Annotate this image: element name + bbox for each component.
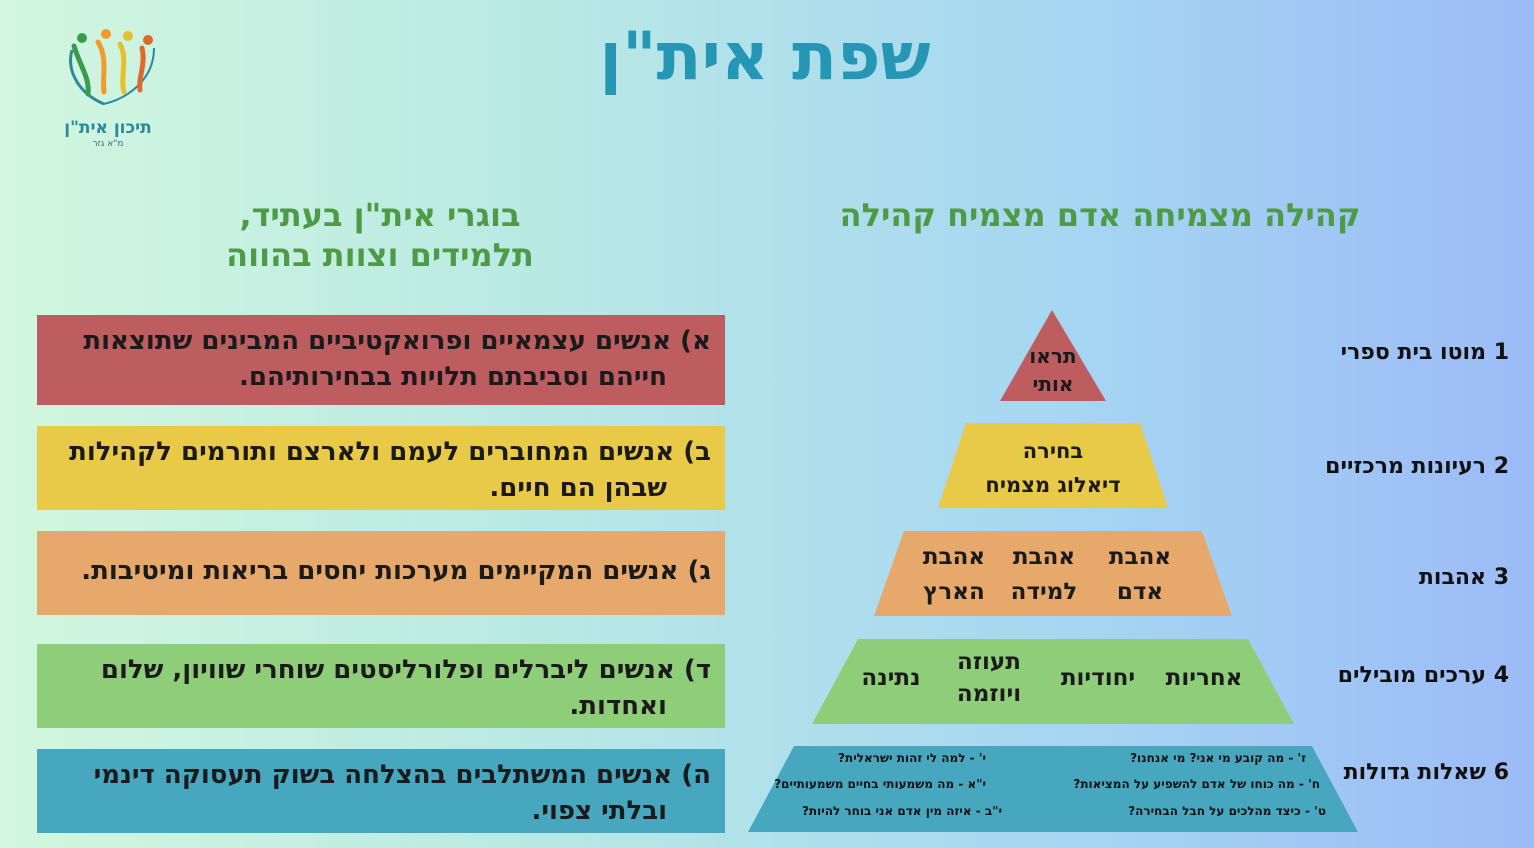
level-label-ideas: 2 רעיונות מרכזיים <box>1325 454 1509 479</box>
idea-dialogue: דיאלוג מצמיח <box>985 473 1121 497</box>
logo-subtitle: מ"א גזר <box>92 139 124 149</box>
love-learning: אהבת למידה <box>1010 544 1078 605</box>
level-label-motto: 1 מוטו בית ספרי <box>1340 340 1509 365</box>
idea-choice: בחירה <box>1022 439 1084 463</box>
left-title-line1: בוגרי אית"ן בעתיד, <box>239 196 521 234</box>
value-responsibility: אחריות <box>1165 665 1243 691</box>
value-giving: נתינה <box>861 665 921 691</box>
box-line1: א) אנשים עצמאיים ופרואקטיביים המבינים שת… <box>83 326 711 356</box>
love-people: אהבת אדם <box>1108 544 1172 605</box>
love-land: אהבת הארץ <box>922 544 986 605</box>
value-courage: תעוזה ויוזמה <box>956 649 1022 707</box>
pyramid-tier-motto <box>1000 310 1106 401</box>
box-line1: ד) אנשים ליברלים ופלורליסטים שוחרי שוויו… <box>100 655 711 685</box>
box-line2: ואחדות. <box>569 691 667 721</box>
motto-text: תראו אותי <box>1029 344 1077 396</box>
box-line2: ובלתי צפוי. <box>531 796 667 826</box>
question-t: ט' - כיצד מהלכים על חבל הבחירה? <box>1128 804 1326 818</box>
box-line2: חייהם וסביבתם תלויות בבחירותיהם. <box>239 362 667 392</box>
box-line1: ג) אנשים המקיימים מערכות יחסים בריאות ומ… <box>81 556 711 586</box>
graduate-goal-box: א) אנשים עצמאיים ופרואקטיביים המבינים שת… <box>37 315 725 405</box>
pyramid-tier-loves <box>874 531 1232 616</box>
question-yb: י"ב - איזה מין אדם אני בוחר להיות? <box>801 804 1002 818</box>
graduate-goal-box: ה) אנשים המשתלבים בהצלחה בשוק תעסוקה דינ… <box>37 749 725 833</box>
question-z: ז' - מה קובע מי אני? מי אנחנו? <box>1130 751 1306 765</box>
logo-figures-icon <box>69 29 155 106</box>
level-label-values: 4 ערכים מובילים <box>1337 663 1509 688</box>
graduate-goal-box: ב) אנשים המחוברים לעמם ולארצם ותורמים לק… <box>37 426 725 510</box>
box-line2: שבהן הם חיים. <box>489 473 667 503</box>
question-y: י' - למה לי זהות ישראלית? <box>838 751 986 765</box>
graduate-goal-box: ד) אנשים ליברלים ופלורליסטים שוחרי שוויו… <box>37 644 725 728</box>
pyramid-tier-questions <box>748 746 1358 832</box>
box-line1: ה) אנשים המשתלבים בהצלחה בשוק תעסוקה דינ… <box>93 760 711 790</box>
right-section-title: קהילה מצמיחה אדם מצמיח קהילה <box>839 196 1361 234</box>
left-section-title: בוגרי אית"ן בעתיד, תלמידים וצוות בהווה <box>160 195 600 275</box>
question-h: ח' - מה כוחו של אדם להשפיע על המציאות? <box>1073 777 1320 791</box>
graduate-goal-box: ג) אנשים המקיימים מערכות יחסים בריאות ומ… <box>37 531 725 615</box>
left-title-line2: תלמידים וצוות בהווה <box>226 236 534 274</box>
level-label-loves: 3 אהבות <box>1418 565 1509 590</box>
box-line1: ב) אנשים המחוברים לעמם ולארצם ותורמים לק… <box>69 437 711 467</box>
question-ya: י"א - מה משמעותי בחיים משמעותיים? <box>774 777 986 791</box>
level-label-questions: 6 שאלות גדולות <box>1343 760 1509 785</box>
pyramid-tier-values <box>812 639 1294 724</box>
page-title: שפת אית"ן <box>599 18 931 95</box>
pyramid-tier-ideas <box>938 423 1168 508</box>
school-logo: תיכון אית"ן מ"א גזר <box>58 22 168 152</box>
logo-name: תיכון אית"ן <box>64 118 152 138</box>
value-uniqueness: יחודיות <box>1060 665 1136 691</box>
